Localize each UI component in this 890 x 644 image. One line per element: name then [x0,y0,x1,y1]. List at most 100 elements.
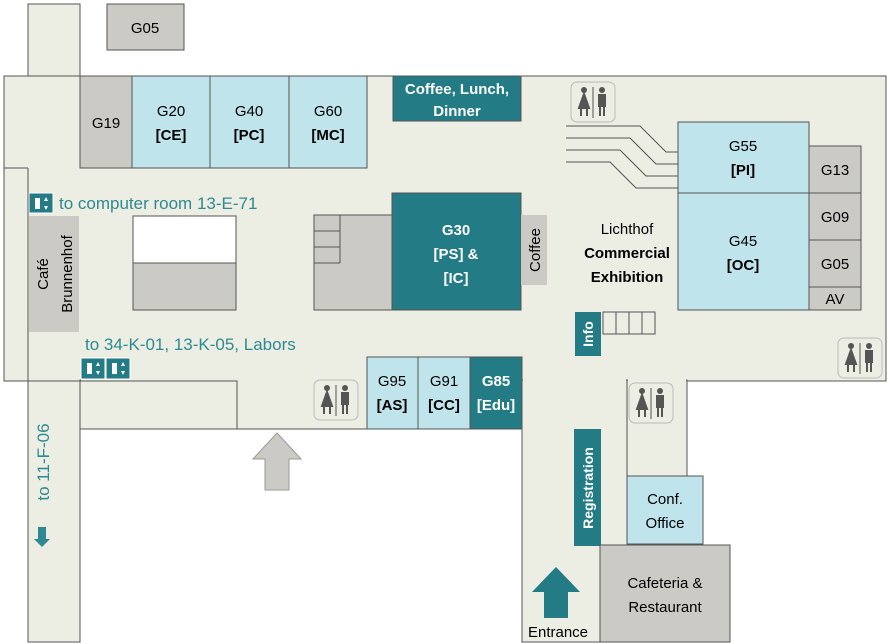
restroom-icon-man-head [342,385,348,391]
room-cafeteria-line2: Restaurant [628,599,702,616]
down-arrow-icon [34,527,50,547]
area-coffee-lunch-line1: Coffee, Lunch, [405,81,509,98]
restroom-icon-man-head [657,388,663,394]
restroom-icon-man-body [656,395,664,408]
stairs-step-4 [566,161,678,189]
entrance-label: Entrance [528,624,588,641]
restroom-icon-woman-head [324,385,330,391]
room-av[interactable] [808,286,862,311]
room-g05-right[interactable] [808,239,862,288]
room-conf-office-line2: Office [646,515,685,532]
room-g85[interactable] [469,356,523,430]
room-g95-tag: [AS] [377,397,408,414]
restroom-icon-woman-body [577,91,591,116]
room-g30-label: G30 [442,222,470,239]
room-g40[interactable] [209,75,290,169]
room-g19-label: G19 [92,115,120,132]
room-g60-tag: [MC] [311,127,344,144]
room-g13-label: G13 [821,162,849,179]
restroom-icon-man-legs [599,107,605,116]
outline-lower [80,428,523,642]
stairs-step-2 [566,137,678,165]
restroom-icon-man-body [598,94,606,107]
room-g85-tag: [Edu] [477,397,515,414]
restroom-icon-man-body [341,392,349,405]
stairs-g30-steps [314,215,341,264]
area-cafe-line1: Café [35,258,52,290]
room-g20[interactable] [131,75,211,169]
room-g55-label: G55 [729,138,757,155]
room-g60-label: G60 [314,103,342,120]
elevator-icon-person-2 [112,363,117,374]
restroom-icon-man-legs [342,405,348,414]
room-g91-tag: [CC] [428,397,460,414]
room-g60[interactable] [288,75,368,169]
elevator-icon-box-1 [80,357,106,380]
room-cafeteria-line1: Cafeteria & [627,575,702,592]
room-g45-label: G45 [729,233,757,250]
area-info-label: Info [580,321,596,347]
room-g05-right-label: G05 [821,256,849,273]
room-g95[interactable] [366,356,419,430]
room-g13[interactable] [808,145,862,194]
outline-mid [79,380,238,642]
room-g30-tag1: [PS] & [434,246,479,263]
elevator-icon-arrow [44,197,48,210]
room-g30[interactable] [391,192,522,311]
room-g20-label: G20 [157,103,185,120]
restroom-icon-man-body [865,350,873,363]
restroom-icon-woman-body [320,389,334,414]
room-g45-tag: [OC] [727,257,760,274]
stairs-step-3 [566,149,678,177]
restroom-icon-woman-body [635,392,649,417]
direction-computer-room: to computer room 13-E-71 [59,194,257,213]
entrance-arrow-icon [532,567,580,618]
area-registration[interactable] [574,429,601,546]
room-g09-label: G09 [821,209,849,226]
room-conf-office-line1: Conf. [647,491,683,508]
block-grey [132,262,237,311]
room-g20-tag: [CE] [156,127,187,144]
stairs-icon [566,125,678,189]
outline-top-left [3,4,29,169]
area-info[interactable] [575,312,601,356]
restroom-icon-woman-head [581,87,587,93]
up-arrow-icon [251,432,303,491]
room-g05-top[interactable] [106,3,185,51]
elevator-icon [80,357,131,380]
restroom-icon-woman-head [639,388,645,394]
restroom-icon [570,81,616,123]
room-av-label: AV [826,291,845,308]
room-g40-label: G40 [235,103,263,120]
room-g05-top-label: G05 [131,20,159,37]
area-cafe-brunnenhof[interactable] [29,216,79,332]
room-g19[interactable] [79,75,133,169]
block-white [132,215,237,264]
area-cafe-line2: Brunnenhof [59,234,76,312]
area-registration-label: Registration [580,447,596,529]
stairs-info [602,311,656,335]
restroom-icon-woman-body [844,347,858,372]
room-g55[interactable] [677,121,810,194]
room-cafeteria[interactable] [599,544,731,643]
area-coffee-label: Coffee [527,228,544,272]
elevator-icon [28,192,54,214]
stairs-step-1 [566,125,678,153]
area-coffee-lunch-line2: Dinner [433,103,481,120]
area-coffee-lunch[interactable] [392,75,522,122]
room-g40-tag: [PC] [234,127,265,144]
room-g91[interactable] [417,356,471,430]
lichthof-exhibition: Exhibition [591,269,664,286]
lichthof-label: Lichthof [601,221,654,238]
restroom-icon-man-head [866,343,872,349]
room-g85-label: G85 [482,373,510,390]
room-g95-label: G95 [378,373,406,390]
elevator-icon-box-2 [105,357,131,380]
room-g45[interactable] [677,192,810,311]
room-conf-office[interactable] [626,475,704,545]
area-coffee[interactable] [521,215,547,285]
restroom-icon [313,379,359,421]
elevator-icon-person [35,198,40,209]
